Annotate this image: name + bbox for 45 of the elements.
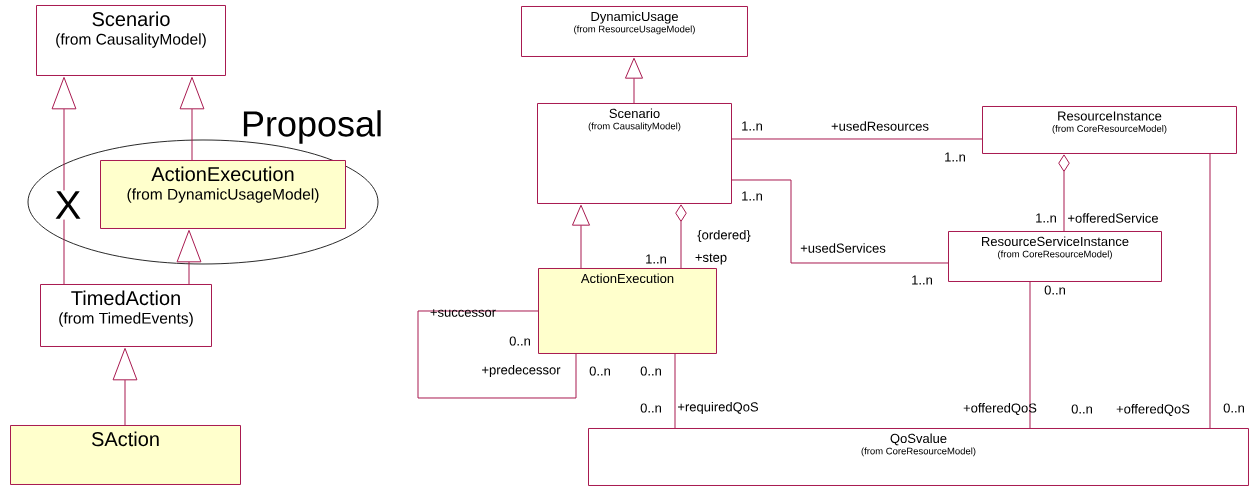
role-label: +successor: [430, 309, 496, 317]
class-box: DynamicUsage (from ResourceUsageModel): [521, 6, 748, 57]
node-label: Proposal: [243, 110, 381, 144]
class-box: ActionExecution: [538, 268, 717, 354]
aggregation-line: [1058, 154, 1070, 232]
role-label: +requiredQoS: [678, 401, 759, 415]
class-box: Scenario (from CausalityModel): [36, 5, 226, 76]
multiplicity-label: 0..n: [640, 403, 661, 413]
class-box: SAction: [10, 425, 241, 485]
multiplicity-label: 0..n: [589, 366, 610, 376]
role-label: +usedResources: [831, 121, 929, 131]
association-line: [1029, 281, 1031, 429]
class-box: TimedAction (from TimedEvents): [40, 284, 212, 347]
association-line: [731, 179, 949, 264]
multiplicity-label: 0..n: [1223, 403, 1244, 413]
generalization-arrow: [112, 347, 138, 426]
class-box: ActionExecution (from DynamicUsageModel): [100, 160, 346, 229]
class-box: QoSvalue (from CoreResourceModel): [588, 428, 1249, 486]
cross-mark: X: [53, 190, 83, 220]
association-line: [1209, 153, 1211, 429]
generalization-arrow: [624, 57, 644, 104]
multiplicity-label: 1..n: [912, 275, 932, 285]
generalization-arrow: [179, 76, 205, 161]
class-box: ResourceInstance (from CoreResourceModel): [982, 106, 1237, 154]
role-label: +step: [695, 253, 727, 265]
class-box: Scenario (from CausalityModel): [537, 103, 732, 204]
constraint-label: {ordered}: [697, 229, 751, 243]
multiplicity-label: 1..n: [945, 152, 965, 162]
generalization-arrow: [571, 204, 591, 269]
association-line: [731, 138, 983, 140]
association-line: [417, 310, 577, 399]
role-label: +offeredQoS: [963, 403, 1037, 415]
role-label: +usedServices: [800, 243, 886, 253]
association-line: [674, 353, 676, 429]
class-box: ResourceServiceInstance (from CoreResourceModel): [948, 231, 1162, 282]
role-label: +predecessor: [482, 364, 561, 378]
multiplicity-label: 1..n: [1036, 213, 1056, 223]
role-label: +offeredService: [1068, 213, 1158, 223]
multiplicity-label: 0..n: [640, 366, 661, 376]
aggregation-line: [675, 204, 687, 269]
multiplicity-label: 0..n: [1071, 404, 1092, 414]
role-label: +offeredQoS: [1116, 404, 1190, 416]
generalization-arrow: [176, 229, 202, 285]
multiplicity-label: 1..n: [742, 191, 762, 201]
multiplicity-label: 1..n: [742, 121, 762, 131]
